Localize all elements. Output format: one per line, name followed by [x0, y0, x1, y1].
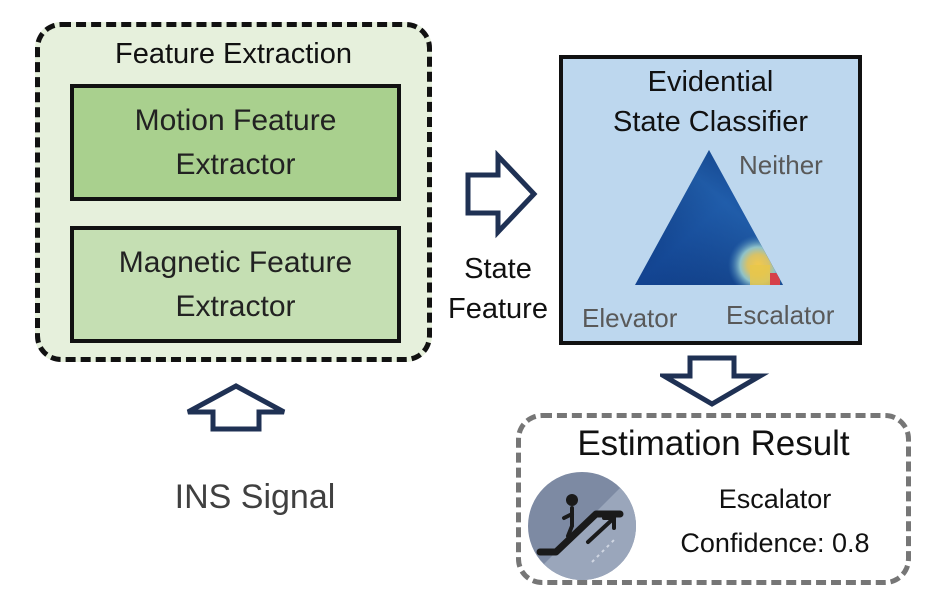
- result-panel-text: Escalator Confidence: 0.8: [655, 477, 895, 565]
- motion-feature-extractor: Motion Feature Extractor: [70, 84, 401, 201]
- evidence-simplex-triangle: [635, 150, 783, 285]
- estimation-result-title: Estimation Result: [577, 424, 850, 463]
- ins-signal-label: INS Signal: [174, 478, 336, 516]
- result-confidence: Confidence: 0.8: [680, 528, 870, 558]
- classifier-title-line2: State Classifier: [612, 106, 808, 138]
- up-arrow-icon: [186, 383, 286, 432]
- magnetic-feature-extractor: Magnetic Feature Extractor: [70, 226, 401, 343]
- down-arrow-icon: [660, 355, 770, 407]
- state-feature-line2: Feature: [448, 293, 548, 325]
- classifier-title: Evidential State Classifier: [559, 62, 862, 142]
- label-escalator: Escalator: [726, 300, 835, 330]
- label-neither: Neither: [739, 150, 823, 180]
- escalator-person-icon: [528, 472, 636, 580]
- classifier-title-line1: Evidential: [647, 66, 774, 98]
- result-state: Escalator: [718, 484, 832, 514]
- magnetic-extractor-label-line2: Extractor: [175, 289, 296, 323]
- label-elevator: Elevator: [582, 303, 678, 333]
- motion-extractor-label-line1: Motion Feature: [134, 103, 337, 137]
- state-feature-line1: State: [464, 253, 532, 285]
- magnetic-extractor-label-line1: Magnetic Feature: [118, 245, 353, 279]
- state-feature-label: State Feature: [433, 249, 563, 329]
- motion-extractor-label-line2: Extractor: [175, 147, 296, 181]
- feature-extraction-title: Feature Extraction: [115, 38, 352, 70]
- right-arrow-icon: [465, 150, 538, 239]
